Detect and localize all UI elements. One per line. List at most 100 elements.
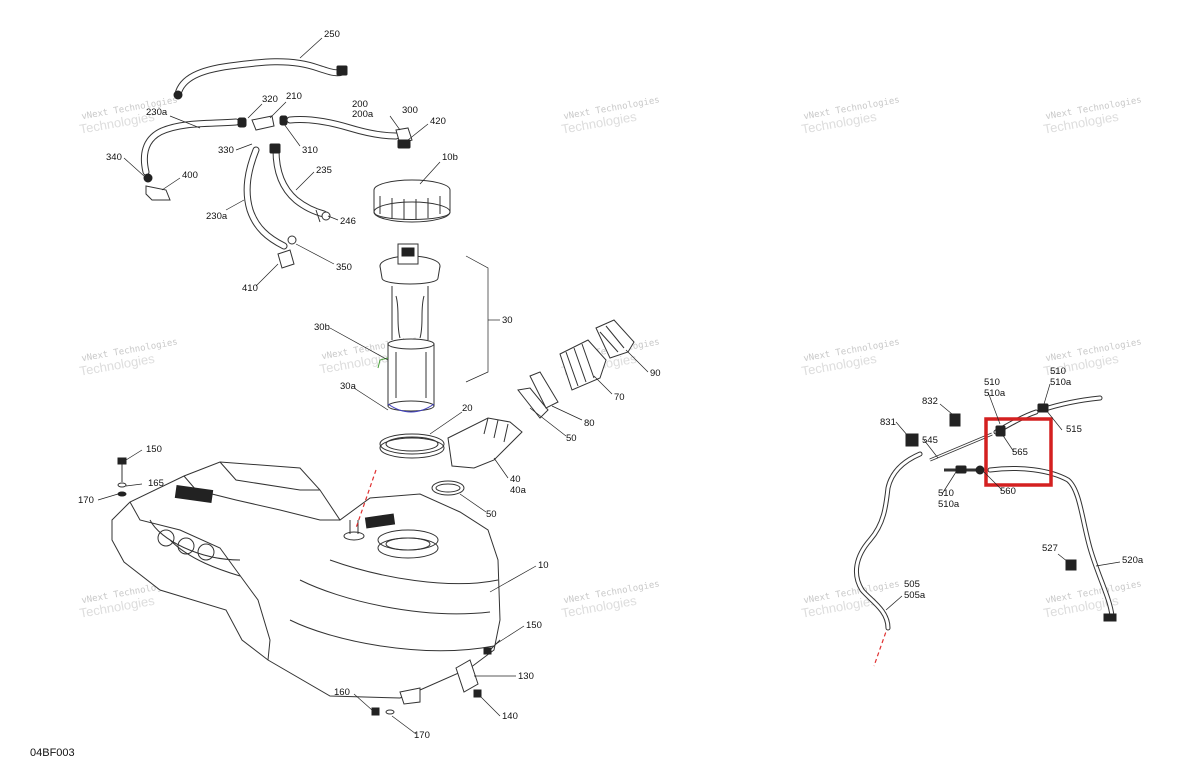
watermark: Technologies vNext Technologies (800, 579, 900, 620)
connector-832 (949, 413, 961, 427)
label-246: 246 (340, 216, 356, 227)
nut-160 (371, 707, 380, 716)
fitting-250-start (173, 90, 183, 100)
label-10b: 10b (442, 152, 458, 163)
label-545: 545 (922, 435, 938, 446)
label-250: 250 (324, 29, 340, 40)
label-831: 831 (880, 417, 896, 428)
label-40: 40 (510, 474, 521, 485)
label-505: 505 (904, 579, 920, 590)
vent-hose-group (140, 58, 413, 269)
highlight-box (984, 417, 1053, 487)
label-40a: 40a (510, 485, 527, 496)
fuel-cap-90 (595, 319, 635, 359)
label-170: 170 (78, 495, 94, 506)
label-235: 235 (316, 165, 332, 176)
watermark: Technologies vNext Technologies (800, 337, 900, 378)
watermark: Technologies vNext Technologies (800, 95, 900, 136)
valve-565 (995, 425, 1006, 437)
clamp-350 (287, 235, 297, 245)
label-565: 565 (1012, 447, 1028, 458)
label-510a: 510a (984, 388, 1006, 399)
label-80: 80 (584, 418, 595, 429)
label-30a: 30a (340, 381, 357, 392)
leader-lines (97, 37, 1121, 735)
label-300: 300 (402, 105, 418, 116)
assembly-line (355, 469, 377, 529)
clamp-246 (321, 211, 331, 221)
vent-line-assembly (853, 395, 1117, 631)
fitting-410 (277, 249, 295, 269)
hardware (117, 457, 501, 716)
label-510a: 510a (1050, 377, 1072, 388)
tee-210 (251, 115, 275, 131)
label-350: 350 (336, 262, 352, 273)
fitting-250-end (336, 65, 348, 76)
label-560: 560 (1000, 486, 1016, 497)
label-160: 160 (334, 687, 350, 698)
clamp-560 (975, 465, 985, 475)
label-340: 340 (106, 152, 122, 163)
filler-housing-70 (559, 339, 607, 391)
label-520a: 520a (1122, 555, 1144, 566)
label-420: 420 (430, 116, 446, 127)
label-510: 510 (984, 377, 1000, 388)
label-230a: 230a (206, 211, 228, 222)
washer-170-bot (385, 709, 395, 715)
fuel-pump-module (373, 179, 489, 413)
label-30b: 30b (314, 322, 330, 333)
valve-420 (397, 139, 411, 149)
label-505a: 505a (904, 590, 926, 601)
label-510a: 510a (938, 499, 960, 510)
label-20: 20 (462, 403, 473, 414)
label-150: 150 (526, 620, 542, 631)
bracket-130 (455, 659, 479, 693)
watermark: Technologies vNext Technologies (1042, 95, 1142, 136)
elbow-400 (145, 185, 171, 201)
part-labels: 250 230a 320 210 200 200a 300 420 340 33… (78, 29, 1144, 741)
label-515: 515 (1066, 424, 1082, 435)
label-510: 510 (1050, 366, 1066, 377)
label-330: 330 (218, 145, 234, 156)
label-200a: 200a (352, 109, 374, 120)
tank-seal-filler (379, 319, 635, 496)
label-170: 170 (414, 730, 430, 741)
bracket-bottom (399, 687, 421, 705)
label-527: 527 (1042, 543, 1058, 554)
watermark: Technologies vNext Technologies (560, 579, 660, 620)
label-130: 130 (518, 671, 534, 682)
label-70: 70 (614, 392, 625, 403)
connector-831 (905, 433, 919, 447)
figure-code: 04BF003 (30, 747, 75, 759)
fuel-tank-10 (111, 461, 501, 705)
watermark: Technologies vNext Technologies (1042, 579, 1142, 620)
assembly-line (873, 625, 889, 667)
label-200: 200 (352, 99, 368, 110)
label-400: 400 (182, 170, 198, 181)
clip-527 (1065, 559, 1077, 571)
label-210: 210 (286, 91, 302, 102)
pump-body (387, 343, 435, 407)
watermark: Technologies vNext Technologies (560, 95, 660, 136)
washer-165 (117, 482, 127, 488)
filler-neck-40 (447, 417, 523, 469)
bolt-140 (473, 689, 482, 698)
nut-170-top (117, 491, 127, 497)
label-140: 140 (502, 711, 518, 722)
label-50: 50 (486, 509, 497, 520)
clamp-320 (237, 117, 247, 128)
label-165: 165 (148, 478, 164, 489)
label-510: 510 (938, 488, 954, 499)
clamp-50 (431, 480, 465, 496)
gasket-80 (529, 371, 559, 409)
filter-30a (387, 403, 435, 413)
label-90: 90 (650, 368, 661, 379)
label-320: 320 (262, 94, 278, 105)
label-832: 832 (922, 396, 938, 407)
label-10: 10 (538, 560, 549, 571)
clamp-340 (143, 173, 153, 183)
label-30: 30 (502, 315, 513, 326)
label-150: 150 (146, 444, 162, 455)
label-50: 50 (566, 433, 577, 444)
